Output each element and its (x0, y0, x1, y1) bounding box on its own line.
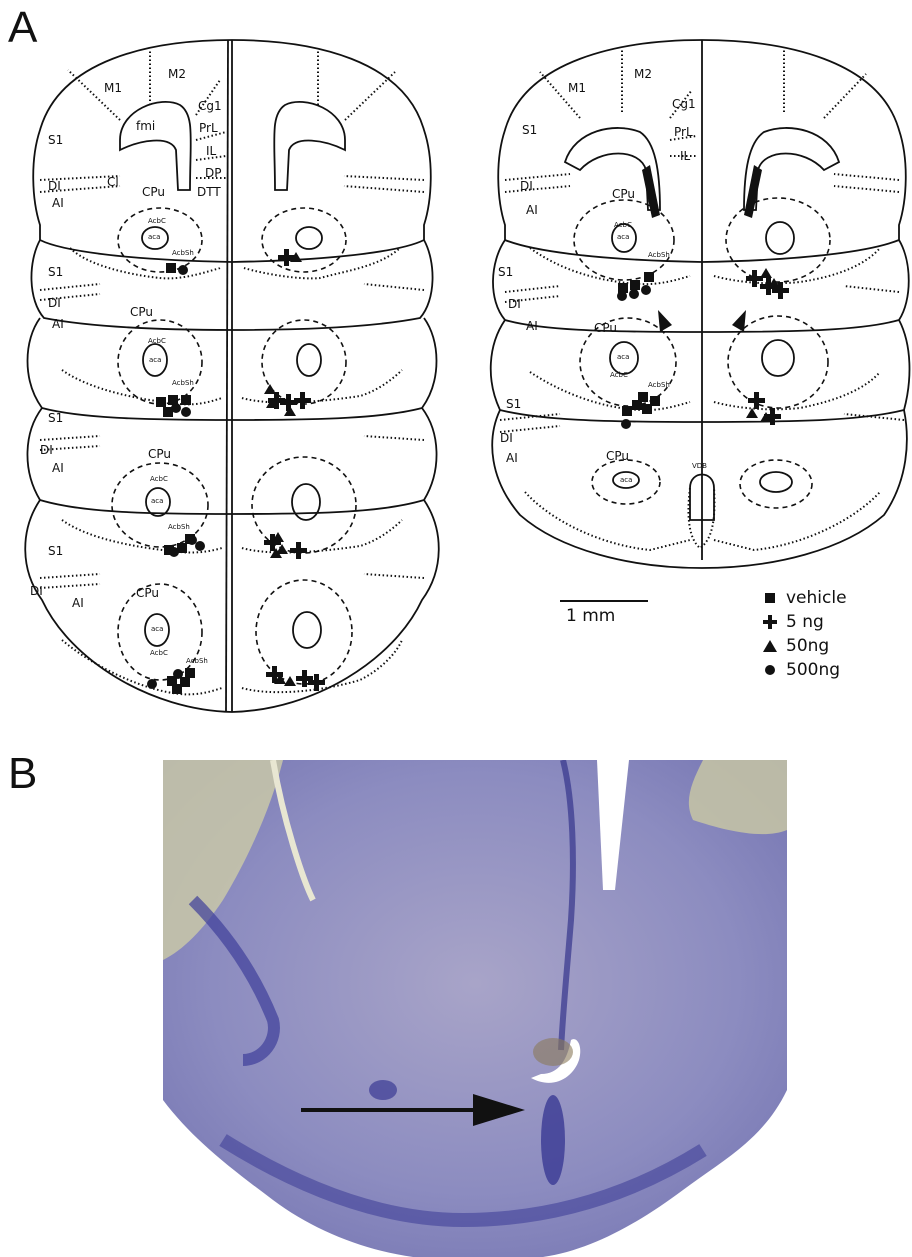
label-s1-left-1: S1 (48, 134, 63, 146)
label-ai-left-4: AI (72, 597, 84, 609)
panel-label-b: B (8, 752, 37, 796)
label-ai-left-3: AI (52, 462, 64, 474)
label-acbc-left-1: AcbC (148, 218, 166, 225)
legend-item-500ng: 500ng (760, 658, 847, 682)
label-di-left-2: DI (48, 297, 61, 309)
label-acbsh-left-4: AcbSh (186, 658, 208, 665)
label-cpu-left-1: CPu (142, 186, 165, 198)
legend-label: vehicle (786, 588, 847, 608)
label-cg1-right: Cg1 (672, 98, 696, 110)
label-ai-left-1: AI (52, 197, 64, 209)
label-s1-right-2: S1 (498, 266, 513, 278)
label-acbc-left-3: AcbC (150, 476, 168, 483)
label-m2-right: M2 (634, 68, 652, 80)
label-acbsh-left-2: AcbSh (172, 380, 194, 387)
label-s1-left-4: S1 (48, 545, 63, 557)
label-acbc-left-4: AcbC (150, 650, 168, 657)
label-aca-right-2: aca (617, 354, 629, 361)
label-aca-left-2: aca (149, 357, 161, 364)
label-s1-right-3: S1 (506, 398, 521, 410)
cross-marker-icon (760, 614, 780, 630)
label-cpu-left-4: CPu (136, 587, 159, 599)
label-s1-left-2: S1 (48, 266, 63, 278)
label-di-right-3: DI (500, 432, 513, 444)
square-marker-icon (760, 592, 780, 604)
legend-item-50ng: 50ng (760, 634, 847, 658)
label-cpu-left-2: CPu (130, 306, 153, 318)
label-di-right-1: DI (520, 180, 533, 192)
label-acbsh-left-1: AcbSh (172, 250, 194, 257)
label-prl-right: PrL (674, 126, 693, 138)
label-aca-left-1: aca (148, 234, 160, 241)
label-prl-left: PrL (199, 122, 218, 134)
label-cpu-right-1: CPu (612, 188, 635, 200)
label-cpu-right-2: CPu (594, 322, 617, 334)
label-il-left: IL (206, 145, 216, 157)
label-aca-left-4: aca (151, 626, 163, 633)
legend-label: 500ng (786, 660, 840, 680)
label-cg1-left: Cg1 (198, 100, 222, 112)
legend-item-vehicle: vehicle (760, 586, 847, 610)
label-di-left-4: DI (30, 585, 43, 597)
label-s1-right-1: S1 (522, 124, 537, 136)
markers-left (147, 249, 325, 694)
label-cl-left: Cl (107, 176, 119, 188)
label-ai-left-2: AI (52, 318, 64, 330)
label-ai-right-1: AI (526, 204, 538, 216)
legend-label: 50ng (786, 636, 829, 656)
histology-micrograph (163, 760, 787, 1257)
legend: vehicle 5 ng 50ng 500ng (760, 586, 847, 682)
label-aca-left-3: aca (151, 498, 163, 505)
label-dp-left: DP (205, 167, 221, 179)
label-m1-right: M1 (568, 82, 586, 94)
label-il-right: IL (680, 150, 690, 162)
label-acbc-right-2: AcbC (610, 372, 628, 379)
label-cpu-right-3: CPu (606, 450, 629, 462)
label-di-left-1: DI (48, 180, 61, 192)
label-acbsh-left-3: AcbSh (168, 524, 190, 531)
label-m2-left: M2 (168, 68, 186, 80)
right-section-4 (492, 410, 907, 568)
scale-bar (560, 600, 648, 602)
label-acbsh-right-2: AcbSh (648, 382, 670, 389)
label-dtt-left: DTT (197, 186, 221, 198)
label-acbc-right-1: AcbC (614, 222, 632, 229)
label-cpu-left-3: CPu (148, 448, 171, 460)
label-acbsh-right-1: AcbSh (648, 252, 670, 259)
label-vdb-right: VDB (692, 463, 707, 470)
label-s1-left-3: S1 (48, 412, 63, 424)
label-ai-right-3: AI (506, 452, 518, 464)
label-di-right-2: DI (508, 298, 521, 310)
legend-item-5ng: 5 ng (760, 610, 847, 634)
markers-right (617, 268, 789, 429)
label-aca-right-3: aca (620, 477, 632, 484)
label-di-left-3: DI (40, 444, 53, 456)
right-section-3 (491, 320, 910, 422)
triangle-marker-icon (760, 639, 780, 653)
label-fmi-left: fmi (136, 120, 155, 132)
label-aca-right-1: aca (617, 234, 629, 241)
label-m1-left: M1 (104, 82, 122, 94)
circle-marker-icon (760, 664, 780, 676)
label-acbc-left-2: AcbC (148, 338, 166, 345)
scale-bar-label: 1 mm (566, 606, 615, 626)
legend-label: 5 ng (786, 612, 824, 632)
label-ai-right-2: AI (526, 320, 538, 332)
